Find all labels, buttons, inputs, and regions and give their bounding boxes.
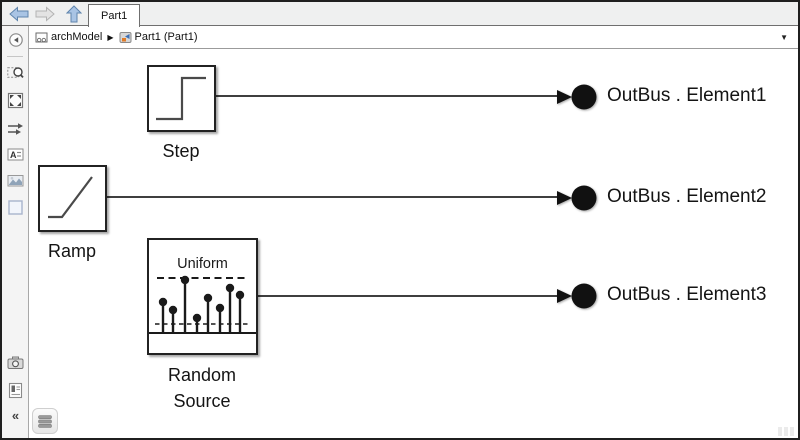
breadcrumb-separator-icon: ▶ [107,32,114,42]
block-ramp[interactable] [38,165,107,232]
collapse-panel-button[interactable]: « [6,406,25,425]
tab-bar: Part1 [2,2,798,27]
area-box-icon [8,200,23,215]
toolbar-divider [7,56,23,57]
breadcrumb-current-label: Part1 (Part1) [134,31,198,43]
arch-model-icon [35,32,48,42]
report-button[interactable] [6,381,25,400]
out-port-element1[interactable] [556,82,600,112]
fit-to-view-icon [7,92,24,109]
image-button[interactable] [6,171,25,190]
block-step[interactable] [147,65,216,132]
wire-ramp-to-element2[interactable] [107,196,557,198]
up-arrow-icon [66,5,82,23]
out-port-element3[interactable] [556,281,600,311]
image-icon [7,175,24,187]
collapse-chevrons-icon: « [11,408,20,423]
step-waveform-icon [156,76,206,121]
diagram-canvas[interactable]: Step Ramp Uniform [29,49,798,438]
port-label-element1[interactable]: OutBus . Element1 [607,85,767,106]
random-source-annotation: Uniform [177,256,228,272]
up-button[interactable] [62,5,86,23]
forward-button[interactable] [33,5,57,23]
annotation-icon: A [7,148,24,161]
breadcrumb-current[interactable]: Part1 (Part1) [119,31,198,44]
block-label-step[interactable]: Step [162,141,200,161]
forward-arrow-icon [35,6,55,22]
random-source-stem-plot-icon: Uniform [149,256,256,334]
block-random-source[interactable]: Uniform [147,238,258,355]
port-circle-icon [571,84,597,110]
stack-icon [38,414,52,428]
zoom-region-icon [7,67,24,79]
breadcrumb-root-label: archModel [51,31,103,43]
back-arrow-icon [9,6,29,22]
annotation-letter: A [10,150,17,160]
port-circle-icon [571,283,597,309]
port-arrow-icon [557,90,572,104]
ramp-waveform-icon [48,176,93,219]
route-arrows-icon [8,123,23,135]
show-explorer-circle-icon [8,32,23,47]
zoom-region-button[interactable] [6,63,25,82]
port-arrow-icon [557,289,572,303]
port-label-element3[interactable]: OutBus . Element3 [607,284,767,305]
fit-to-view-button[interactable] [6,91,25,110]
report-icon [8,382,23,399]
block-label-random-source[interactable]: Random Source [167,365,237,411]
wire-random-to-element3[interactable] [258,295,557,297]
tab-label: Part1 [101,10,128,22]
camera-button[interactable] [6,353,25,372]
model-data-badge[interactable] [32,408,58,434]
tab-part1[interactable]: Part1 [88,4,141,27]
component-icon [119,31,132,43]
out-port-element2[interactable] [556,183,600,213]
port-label-element2[interactable]: OutBus . Element2 [607,186,767,207]
breadcrumb-root[interactable]: archModel [35,31,102,44]
breadcrumb: archModel ▶ Part1 (Part1) ▼ [29,26,798,49]
port-arrow-icon [557,191,572,205]
port-circle-icon [571,185,597,211]
dropdown-arrow-icon[interactable]: ▼ [780,32,788,42]
resize-grip[interactable] [778,427,794,436]
area-box-button[interactable] [6,198,25,217]
back-button[interactable] [7,5,31,23]
show-explorer-button[interactable] [6,30,25,49]
camera-icon [7,356,24,369]
block-label-ramp[interactable]: Ramp [47,241,97,261]
route-arrows-button[interactable] [6,119,25,138]
wire-step-to-element1[interactable] [216,95,557,97]
annotation-button[interactable]: A [6,145,25,164]
left-toolbar: A [2,26,29,438]
